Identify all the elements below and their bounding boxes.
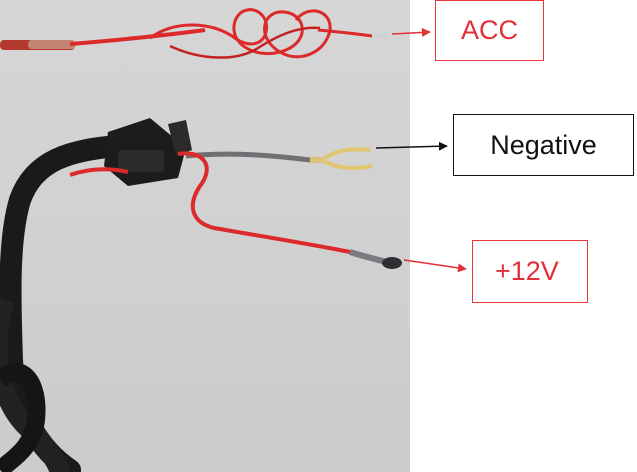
acc-arrow: [391, 27, 431, 37]
negative-wire: [185, 147, 373, 170]
black-cable: [0, 135, 129, 472]
fuse-holder: [69, 118, 192, 186]
plus12v-label: +12V: [472, 240, 588, 303]
negative-arrow: [375, 141, 448, 151]
plus12v-wire: [177, 151, 402, 269]
acc-wire: [0, 8, 388, 59]
negative-label: Negative: [453, 114, 634, 176]
photo-background: [0, 0, 410, 472]
plus12v-arrow: [403, 259, 467, 273]
acc-label: ACC: [435, 0, 544, 61]
